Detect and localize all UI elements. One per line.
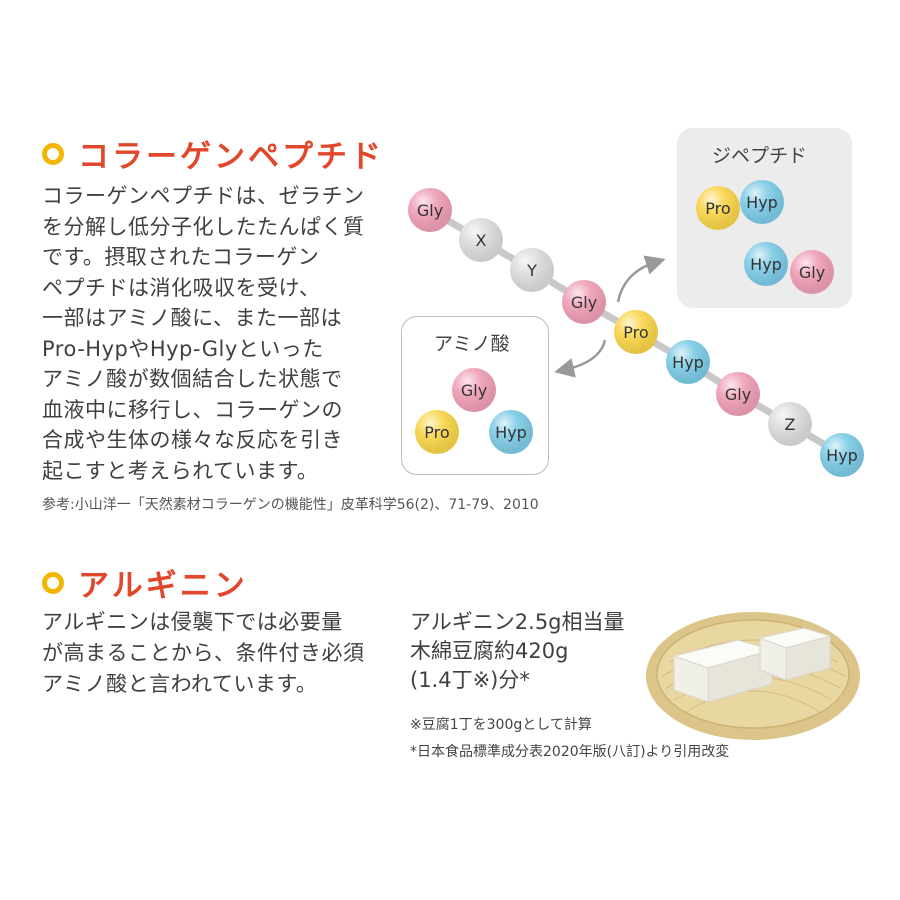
amino-acid-label: Gly [571,293,597,312]
arginine-description: アルギニンは侵襲下では必要量 が高まることから、条件付き必須 アミノ酸と言われて… [42,610,365,696]
chain-bead-y: Y [510,248,554,292]
collagen-description: コラーゲンペプチドは、ゼラチン を分解し低分子化したたんぱく質 です。摂取された… [42,184,365,483]
amino-bead-gly: Gly [452,368,496,412]
collagen-section-title: コラーゲンペプチド [42,131,384,176]
arginine-section-title: アルギニン [42,560,248,605]
amino-acid-label: Y [526,261,537,280]
arrow-to-amino-acid-icon [554,339,607,378]
amino-acid-label: Gly [725,385,751,404]
amino-acid-label: X [476,231,487,250]
amino-bead-pro: Pro [415,410,459,454]
tofu-block-small [758,627,832,681]
chain-bead-x: X [459,218,503,262]
tofu-note: ※豆腐1丁を300gとして計算 [410,717,592,733]
chain-bead-gly: Gly [408,188,452,232]
chain-bead-z: Z [768,402,812,446]
source-note: *日本食品標準成分表2020年版(八訂)より引用改変 [410,744,730,760]
chain-bead-gly: Gly [716,372,760,416]
amino-acid-label: Hyp [826,446,858,465]
amino-acid-label: Hyp [672,353,704,372]
collagen-reference: 参考:小山洋一「天然素材コラーゲンの機能性」皮革科学56(2)、71-79、20… [42,497,539,513]
collagen-title: コラーゲンペプチド [78,139,384,175]
amino-acid-label: Hyp [746,193,778,212]
amino-acid-label: Gly [461,381,487,400]
amino-acid-label: Pro [705,199,730,218]
amino-acid-label: Hyp [750,255,782,274]
chain-bead-hyp: Hyp [820,433,864,477]
amino-acid-label: Z [785,415,796,434]
dipeptide-bead-gly: Gly [790,250,834,294]
dipeptide-box-label: ジペプチド [712,145,808,167]
amino-acid-label: Pro [424,423,449,442]
amino-acid-label: Pro [623,323,648,342]
arginine-equivalent: アルギニン2.5g相当量 木綿豆腐約420g (1.4丁※)分* [410,610,625,692]
tofu-tray-illustration [646,612,860,740]
arrow-to-dipeptide-icon [616,255,666,303]
chain-bead-gly: Gly [562,280,606,324]
amino-acid-label: Gly [799,263,825,282]
amino-bead-hyp: Hyp [489,410,533,454]
dipeptide-bead-pro: Pro [696,186,740,230]
amino-acid-box-label: アミノ酸 [434,333,510,355]
chain-bead-pro: Pro [614,310,658,354]
dipeptide-bead-hyp: Hyp [740,180,784,224]
circle-bullet-icon [42,142,64,165]
amino-acid-label: Hyp [495,423,527,442]
dipeptide-bead-hyp: Hyp [744,242,788,286]
amino-acid-label: Gly [417,201,443,220]
chain-bead-hyp: Hyp [666,340,710,384]
tofu-block-large [672,639,774,703]
circle-bullet-icon [42,571,64,594]
arginine-title: アルギニン [78,568,248,604]
